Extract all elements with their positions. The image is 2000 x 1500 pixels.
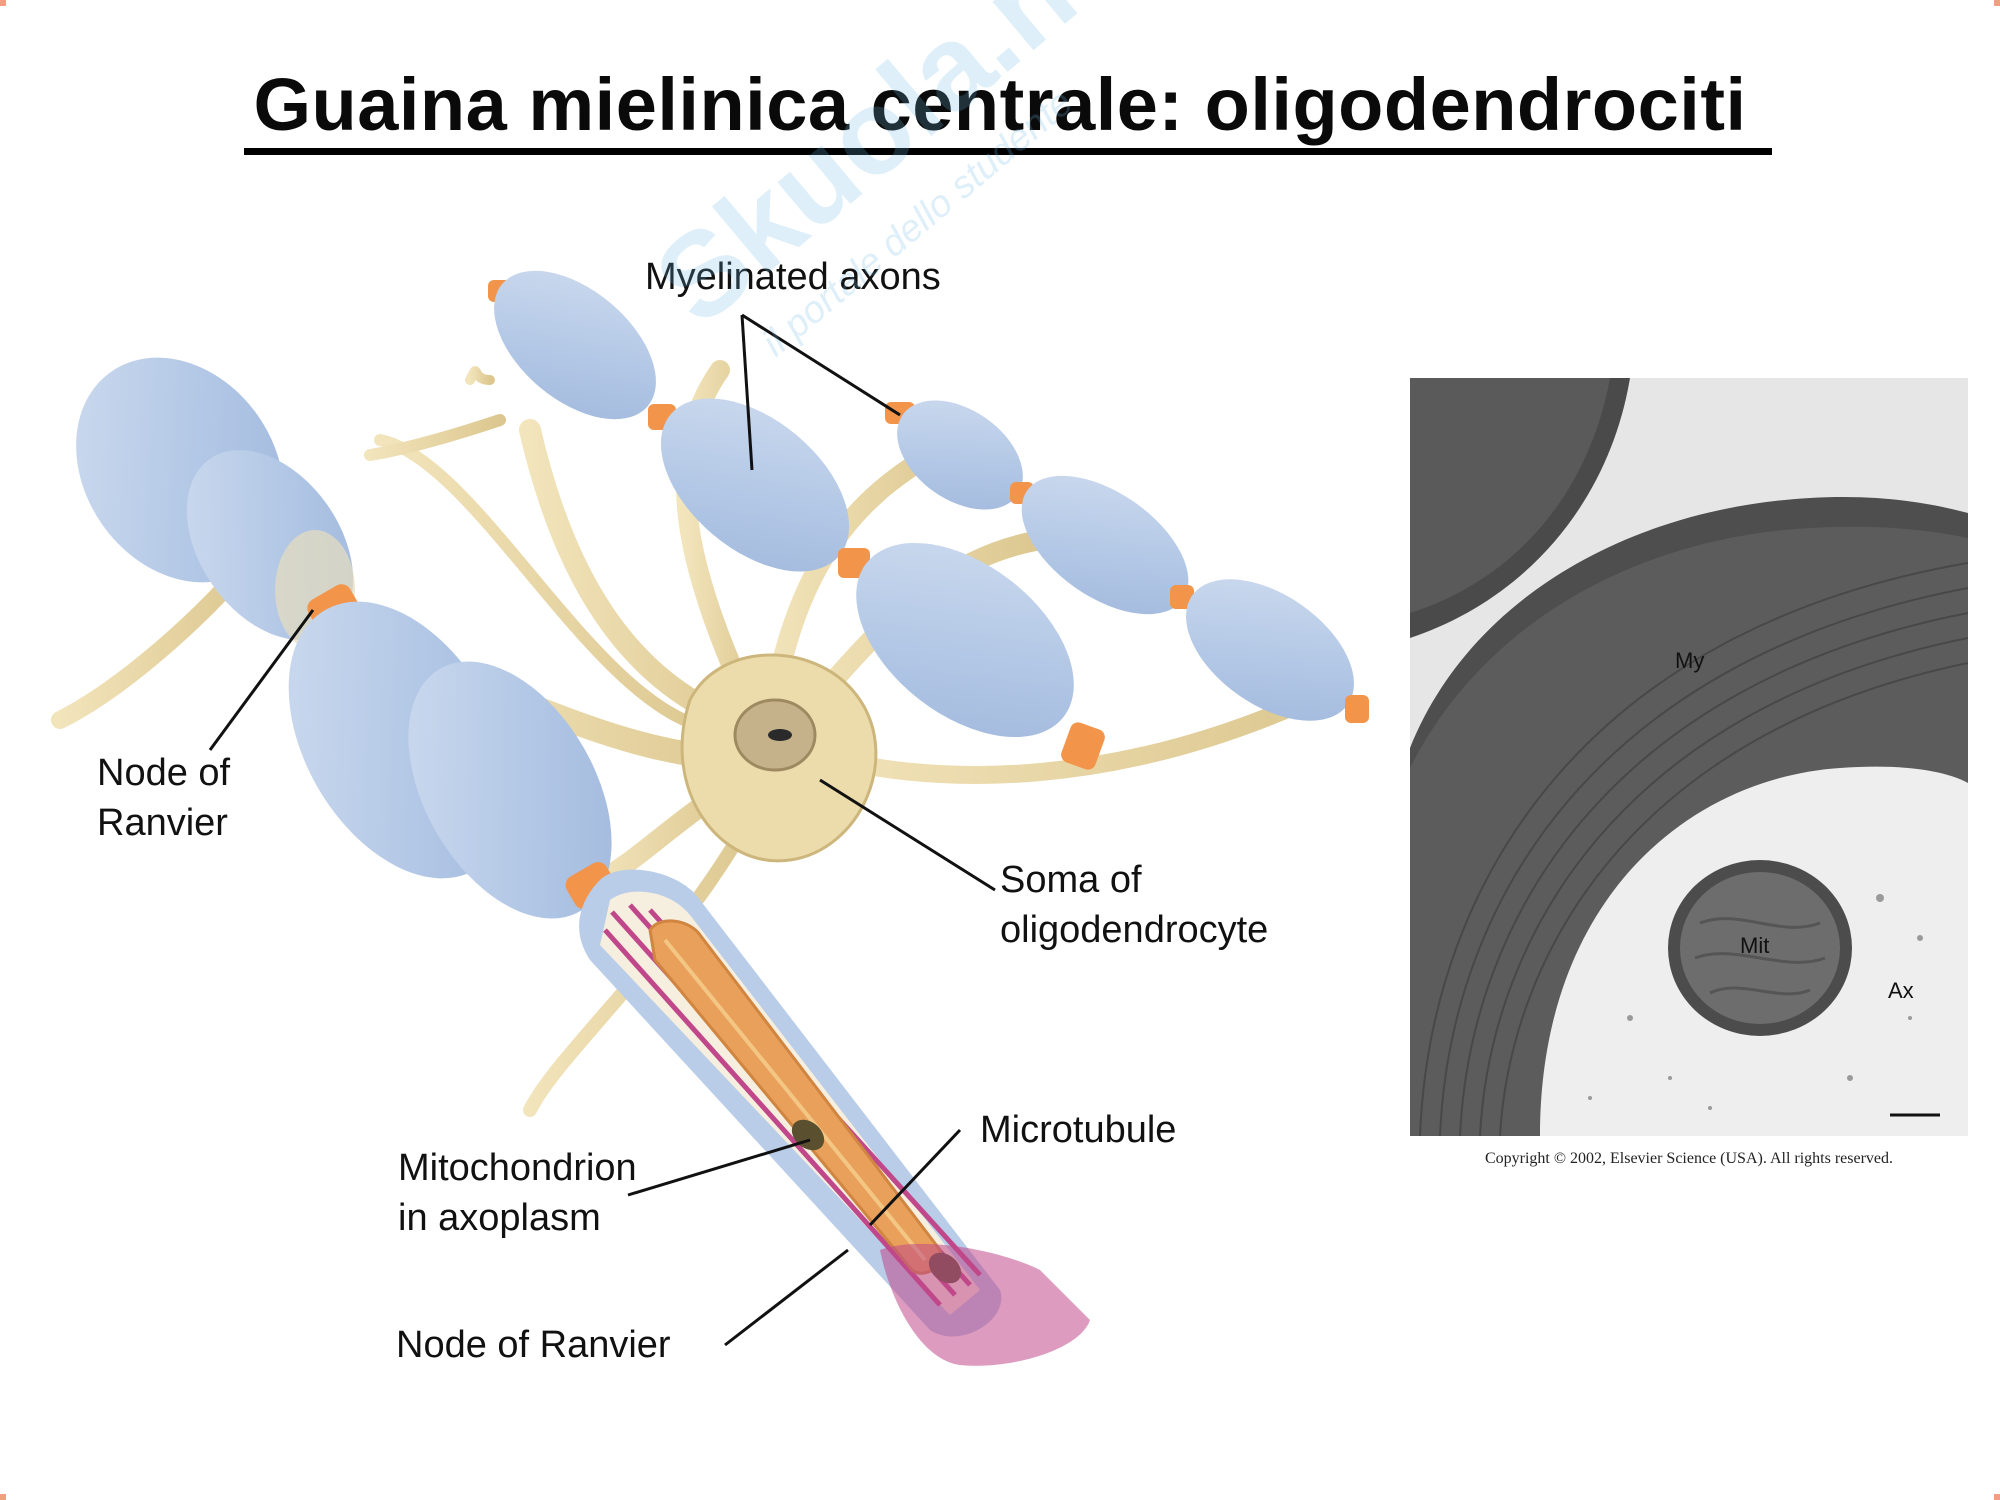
label-node-of-ranvier-bottom: Node of Ranvier — [396, 1320, 671, 1370]
em-label-axon: Ax — [1888, 978, 1914, 1003]
label-soma: Soma of oligodendrocyte — [1000, 855, 1268, 955]
electron-micrograph: My Mit Ax — [1410, 378, 1968, 1136]
label-node-of-ranvier-line1: Node of — [97, 748, 230, 798]
label-mitochondrion: Mitochondrion in axoplasm — [398, 1143, 637, 1243]
copyright-note: Copyright © 2002, Elsevier Science (USA)… — [1410, 1150, 1968, 1168]
em-label-mitochondrion: Mit — [1740, 933, 1769, 958]
label-microtubule: Microtubule — [980, 1105, 1176, 1155]
em-label-myelin: My — [1675, 648, 1704, 673]
label-soma-line2: oligodendrocyte — [1000, 905, 1268, 955]
label-node-of-ranvier-left: Node of Ranvier — [97, 748, 230, 848]
label-mitochondrion-line1: Mitochondrion — [398, 1143, 637, 1193]
label-soma-line1: Soma of — [1000, 855, 1268, 905]
label-myelinated-axons: Myelinated axons — [645, 252, 941, 302]
oligodendrocyte-soma — [682, 655, 876, 861]
label-node-of-ranvier-line2: Ranvier — [97, 798, 230, 848]
label-mitochondrion-line2: in axoplasm — [398, 1193, 637, 1243]
